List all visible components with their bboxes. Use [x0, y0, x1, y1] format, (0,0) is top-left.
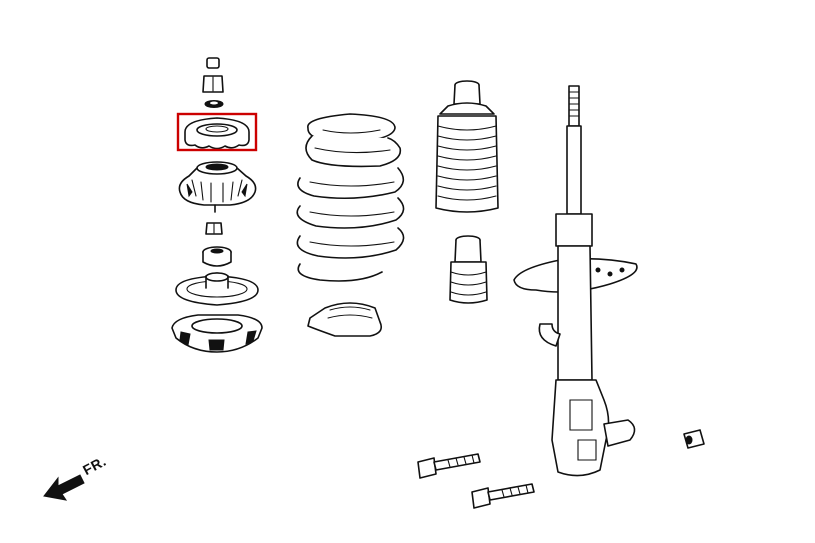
dust-boot-icon — [435, 80, 499, 213]
bushing-icon — [202, 246, 232, 267]
lower-mount-icon — [171, 314, 263, 353]
lower-nut-icon — [205, 222, 223, 235]
strut-assembly-icon — [513, 85, 638, 477]
flange-nut-icon — [683, 429, 705, 449]
upper-mount-icon — [178, 161, 257, 213]
highlight-box — [176, 112, 258, 152]
bolt-icon — [417, 453, 481, 479]
spring-seat-icon — [175, 272, 259, 306]
bolt-icon — [471, 483, 535, 509]
highlighted-bearing-seat-icon — [176, 112, 258, 152]
washer-icon — [204, 100, 224, 108]
front-arrow-icon — [43, 474, 85, 501]
nut-icon — [202, 57, 224, 93]
coil-spring-icon — [296, 113, 405, 282]
spring-insulator-icon — [307, 302, 383, 337]
bump-stop-icon — [449, 235, 488, 304]
